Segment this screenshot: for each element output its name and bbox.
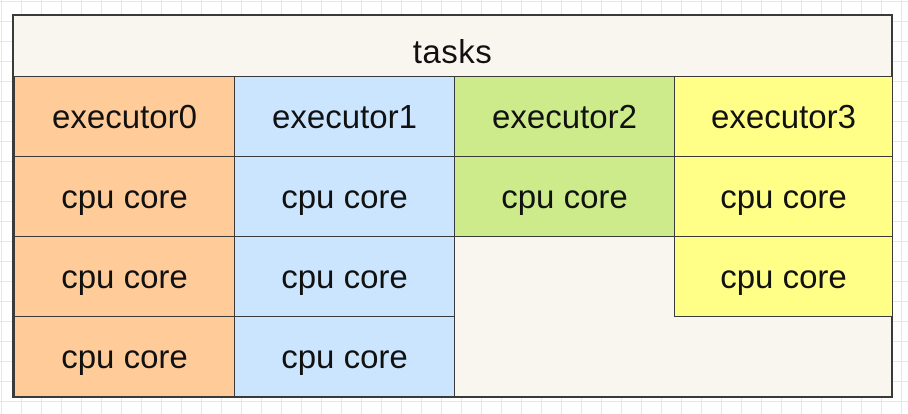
executor-1-cpu-core-0: cpu core [234, 156, 455, 237]
executor-3-cpu-core-0: cpu core [674, 156, 893, 237]
executor-1-cpu-core-2: cpu core [234, 316, 455, 397]
executor-2-cpu-core-0: cpu core [454, 156, 675, 237]
executor-0-cpu-core-1: cpu core [14, 236, 235, 317]
executor-3-cpu-core-1: cpu core [674, 236, 893, 317]
executor-1-cpu-core-1: cpu core [234, 236, 455, 317]
executor-2-header: executor2 [454, 76, 675, 157]
executor-1-header: executor1 [234, 76, 455, 157]
executor-3-header: executor3 [674, 76, 893, 157]
executor-0-cpu-core-0: cpu core [14, 156, 235, 237]
executor-0-header: executor0 [14, 76, 235, 157]
diagram-title: tasks [412, 33, 493, 70]
executor-0-cpu-core-2: cpu core [14, 316, 235, 397]
